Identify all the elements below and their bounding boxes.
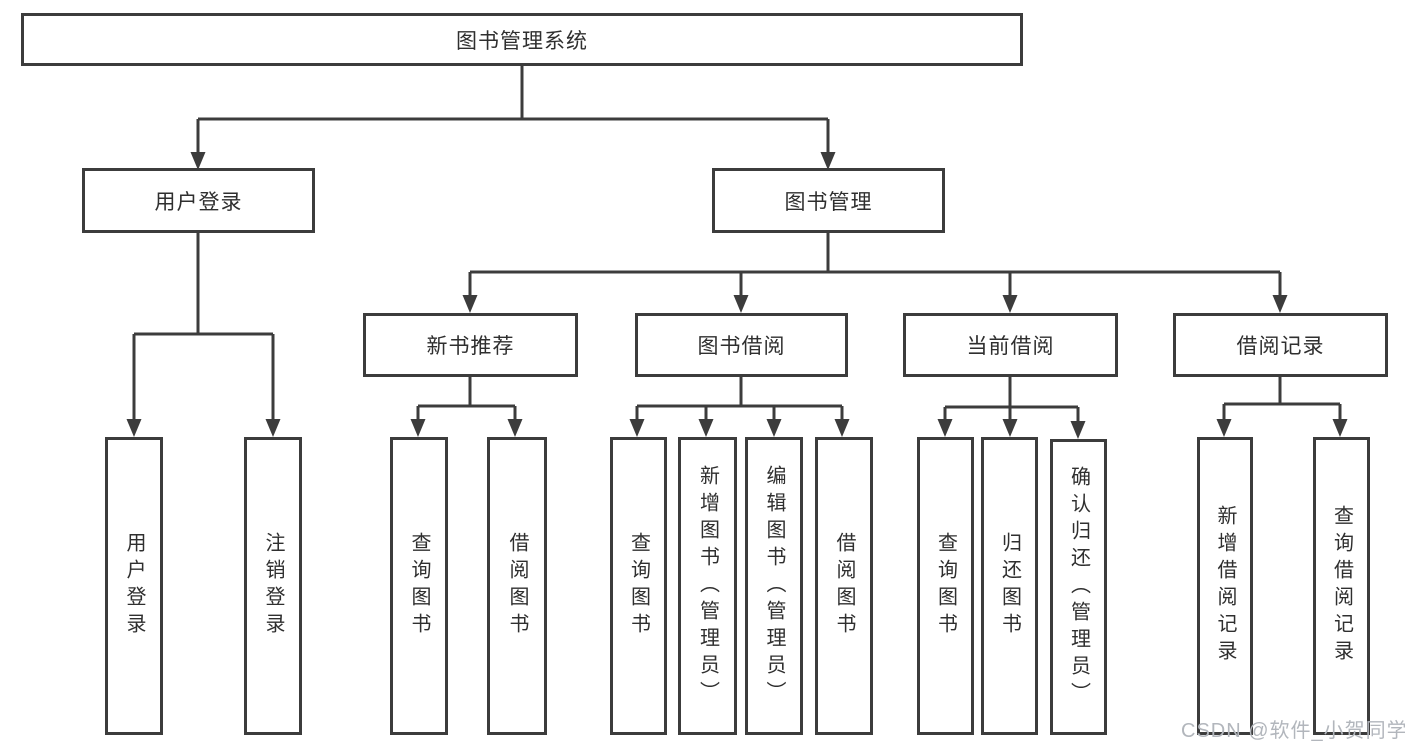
node-label: 查询图书 <box>627 532 650 640</box>
arrowhead-icon <box>1002 295 1018 313</box>
node-logout: 注销登录 <box>244 437 302 735</box>
node-return-books: 归还图书 <box>981 437 1038 735</box>
node-add-borrow-record: 新增借阅记录 <box>1197 437 1253 735</box>
node-add-books-admin: 新增图书（管理员） <box>678 437 737 735</box>
node-current-borrowing: 当前借阅 <box>903 313 1118 377</box>
arrowhead-icon <box>1002 419 1018 437</box>
csdn-watermark: CSDN @软件_小贺同学 <box>1181 720 1405 742</box>
node-edit-books-admin: 编辑图书（管理员） <box>745 437 803 735</box>
connector-new-book-group <box>416 377 517 421</box>
arrowhead-icon <box>1216 419 1232 437</box>
node-label: 图书管理系统 <box>456 29 588 53</box>
node-borrowing-query-books: 查询图书 <box>610 437 667 735</box>
node-label: 图书借阅 <box>697 335 786 358</box>
arrowhead-icon <box>507 419 523 437</box>
arrowhead-icon <box>733 295 749 313</box>
node-borrowing-records: 借阅记录 <box>1173 313 1388 377</box>
node-label: 查询图书 <box>408 532 430 640</box>
node-label: 借阅图书 <box>506 532 528 640</box>
node-label: 查询图书 <box>934 532 957 640</box>
node-label: 当前借阅 <box>966 335 1055 358</box>
arrowhead-icon <box>937 419 953 437</box>
node-label: 确认归还（管理员） <box>1067 465 1090 709</box>
node-current-query-books: 查询图书 <box>917 437 974 735</box>
node-label: 编辑图书（管理员） <box>763 464 785 708</box>
arrowhead-icon <box>698 419 714 437</box>
node-label: 查询借阅记录 <box>1330 505 1353 667</box>
arrowhead-icon <box>126 419 142 437</box>
arrowhead-icon <box>1070 421 1086 439</box>
arrowhead-icon <box>265 419 281 437</box>
connector-records-group <box>1222 377 1342 421</box>
node-query-borrow-record: 查询借阅记录 <box>1313 437 1370 735</box>
node-label: 图书管理 <box>784 190 873 214</box>
node-label: 用户登录 <box>123 532 145 640</box>
node-user-login: 用户登录 <box>105 437 163 735</box>
connector-user-branch <box>132 233 275 421</box>
node-label: 新增借阅记录 <box>1214 505 1236 667</box>
node-confirm-return-admin: 确认归还（管理员） <box>1050 439 1107 735</box>
connector-current-group <box>943 377 1080 421</box>
node-user-login-branch: 用户登录 <box>82 168 315 233</box>
node-recommend-query-books: 查询图书 <box>390 437 448 735</box>
node-recommend-borrow-books: 借阅图书 <box>487 437 547 735</box>
connector-borrowing-group <box>635 377 844 421</box>
node-label: 注销登录 <box>262 532 284 640</box>
arrowhead-icon <box>410 419 426 437</box>
node-new-book-recommend: 新书推荐 <box>363 313 578 377</box>
node-label: 新书推荐 <box>426 335 515 358</box>
arrowhead-icon <box>1272 295 1288 313</box>
node-book-management: 图书管理 <box>712 168 945 233</box>
node-book-borrowing: 图书借阅 <box>635 313 848 377</box>
node-library-system: 图书管理系统 <box>21 13 1023 66</box>
node-label: 借阅记录 <box>1236 335 1325 358</box>
arrowhead-icon <box>462 295 478 313</box>
arrowhead-icon <box>629 419 645 437</box>
node-label: 归还图书 <box>998 532 1021 640</box>
node-label: 借阅图书 <box>833 532 855 640</box>
arrowhead-icon <box>1332 419 1348 437</box>
connector-root <box>196 66 830 154</box>
node-label: 新增图书（管理员） <box>696 464 719 708</box>
node-label: 用户登录 <box>154 190 243 214</box>
arrowhead-icon <box>766 419 782 437</box>
arrowhead-icon <box>834 419 850 437</box>
node-borrowing-borrow-books: 借阅图书 <box>815 437 873 735</box>
connector-mgmt-branch <box>468 233 1282 297</box>
